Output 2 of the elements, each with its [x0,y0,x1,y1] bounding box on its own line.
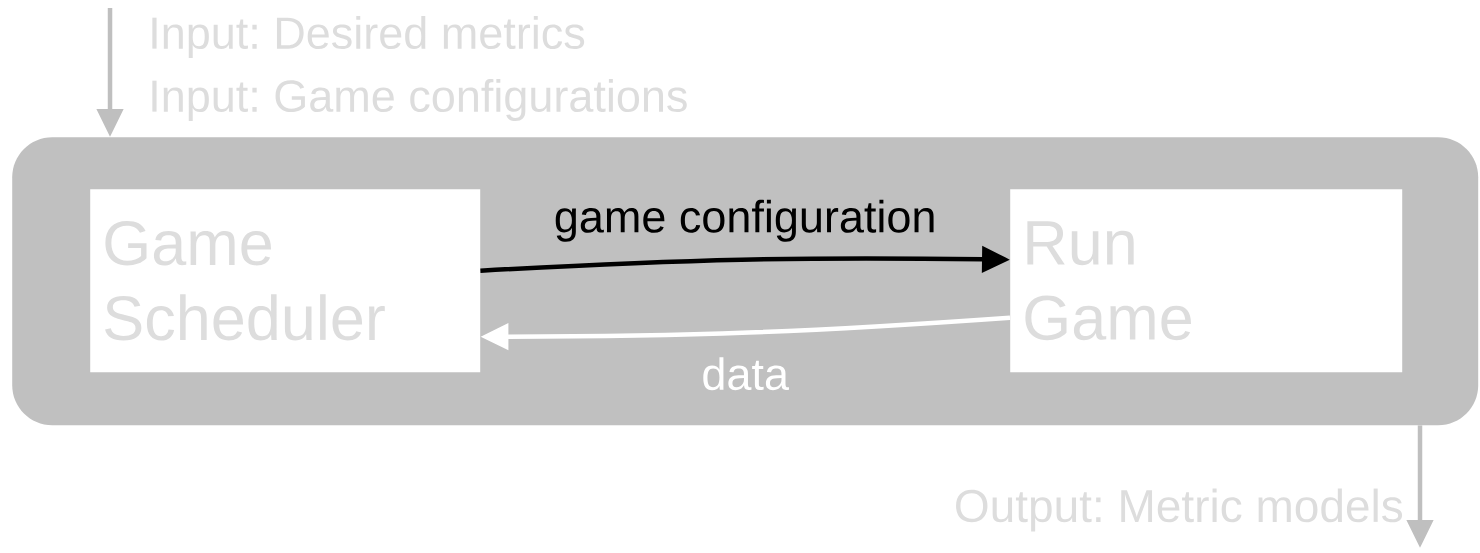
edge-label: data [703,357,789,391]
edge-label: game configuration [555,199,934,242]
